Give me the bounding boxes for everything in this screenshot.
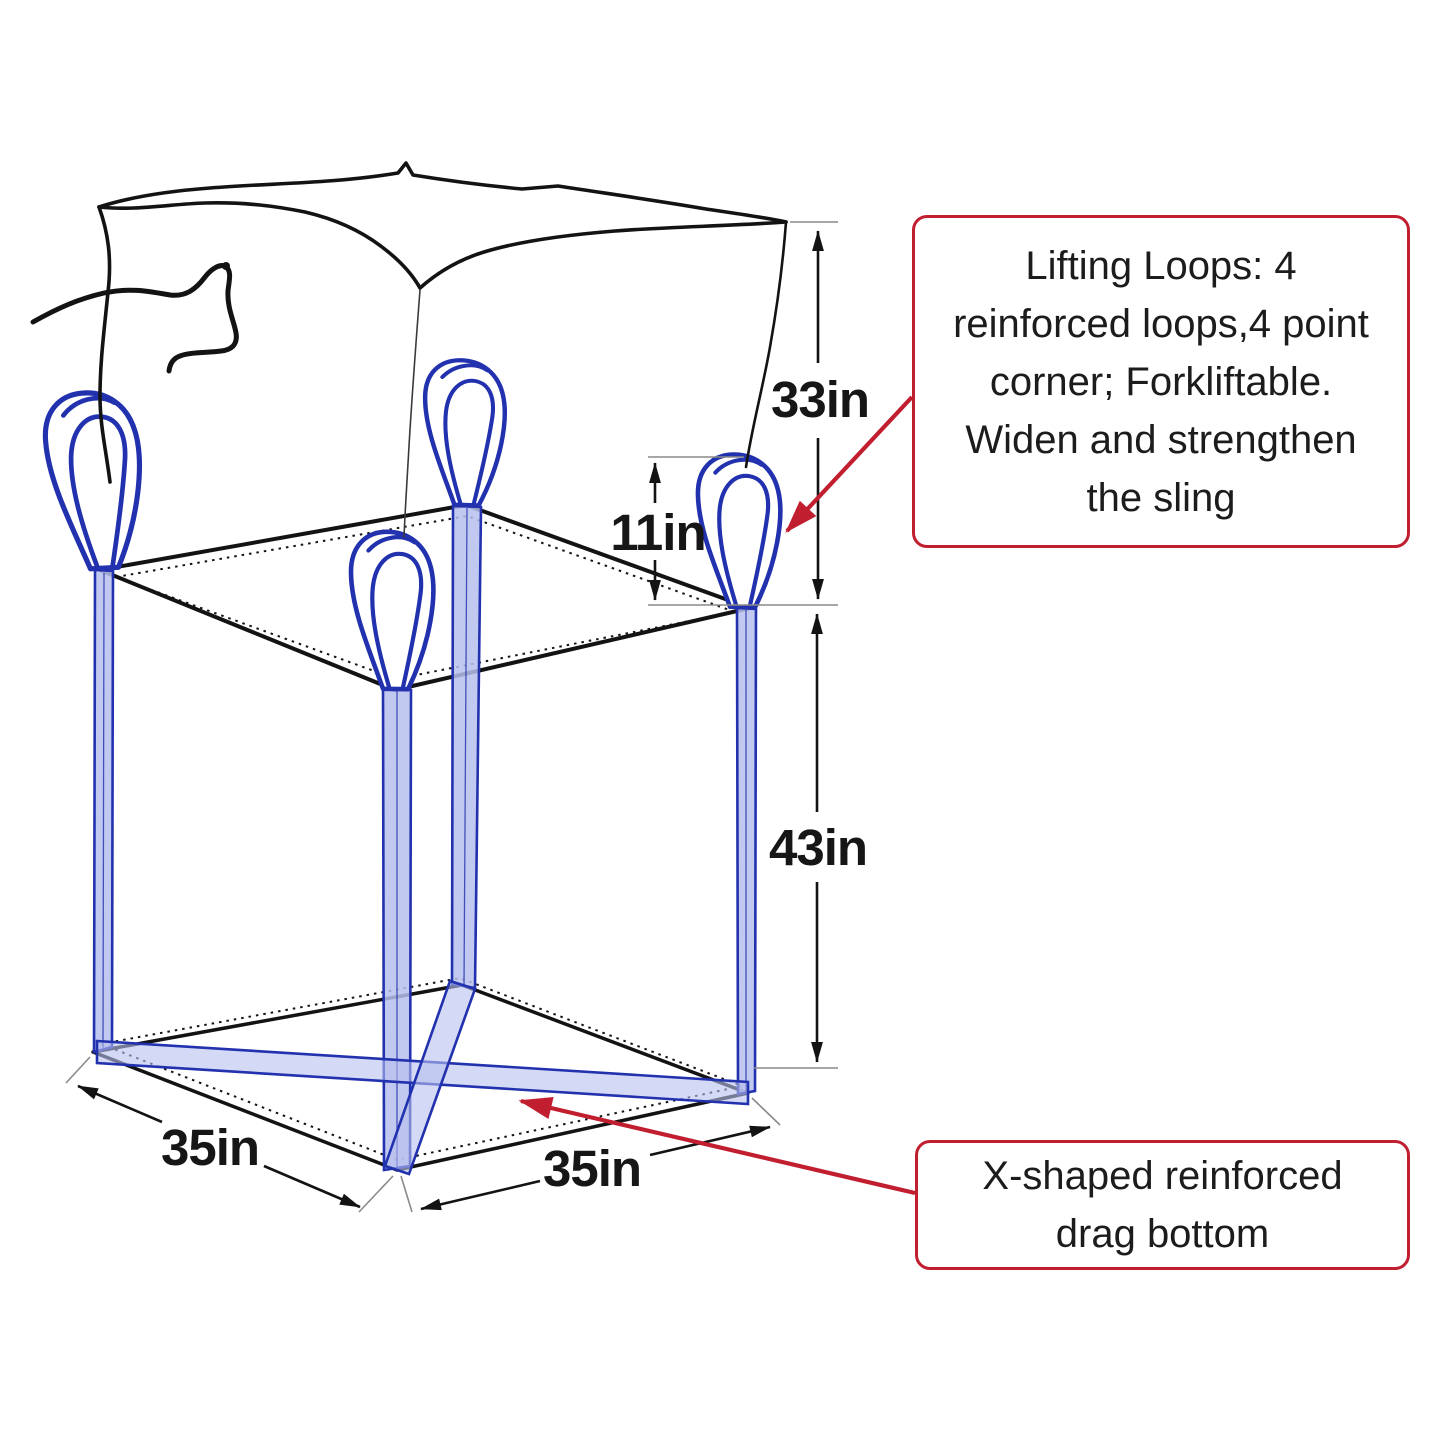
callout-lifting-loops: Lifting Loops: 4 reinforced loops,4 poin… xyxy=(912,215,1410,548)
crumple-left-edge xyxy=(97,205,112,484)
seam-line xyxy=(403,289,421,538)
drawstring xyxy=(30,263,239,374)
crumple-lower-edge xyxy=(97,201,788,290)
reference-lines xyxy=(65,221,838,1213)
callout-lifting-loops-line: reinforced loops,4 point xyxy=(953,301,1369,346)
crumpled-top xyxy=(30,161,788,538)
callout-lifting-loops-line: Lifting Loops: 4 xyxy=(1025,243,1297,288)
callout-drag-bottom-line: drag bottom xyxy=(1055,1212,1270,1256)
crumple-top-edge xyxy=(97,161,788,224)
red-arrow-to-bottom xyxy=(518,1096,916,1196)
corner-posts xyxy=(92,504,758,1172)
callout-lifting-loops-line: corner; Forkliftable. xyxy=(989,359,1333,404)
lifting-loop-right xyxy=(696,454,781,608)
lifting-loop-left xyxy=(43,390,145,571)
x-bottom-straps xyxy=(95,979,750,1176)
callout-drag-bottom: X-shaped reinforced drag bottom xyxy=(915,1140,1410,1270)
dimension-35in-left xyxy=(77,1084,361,1209)
bottom-strap-front-back xyxy=(383,979,477,1176)
drawstring-knot xyxy=(222,262,230,270)
bottom-rim-inner-dotted xyxy=(97,976,746,1162)
lifting-loops xyxy=(43,359,781,690)
dimension-35in-right xyxy=(420,1125,771,1211)
callout-lifting-loops-line: Widen and strengthen xyxy=(965,417,1357,462)
callout-drag-bottom-line: X-shaped reinforced xyxy=(982,1154,1343,1198)
red-arrow-to-loop xyxy=(785,395,914,533)
crumple-right-edge xyxy=(744,220,788,469)
callout-lifting-loops-line: the sling xyxy=(1086,475,1236,520)
lifting-loop-back xyxy=(421,359,506,506)
lifting-loop-front xyxy=(349,531,434,689)
